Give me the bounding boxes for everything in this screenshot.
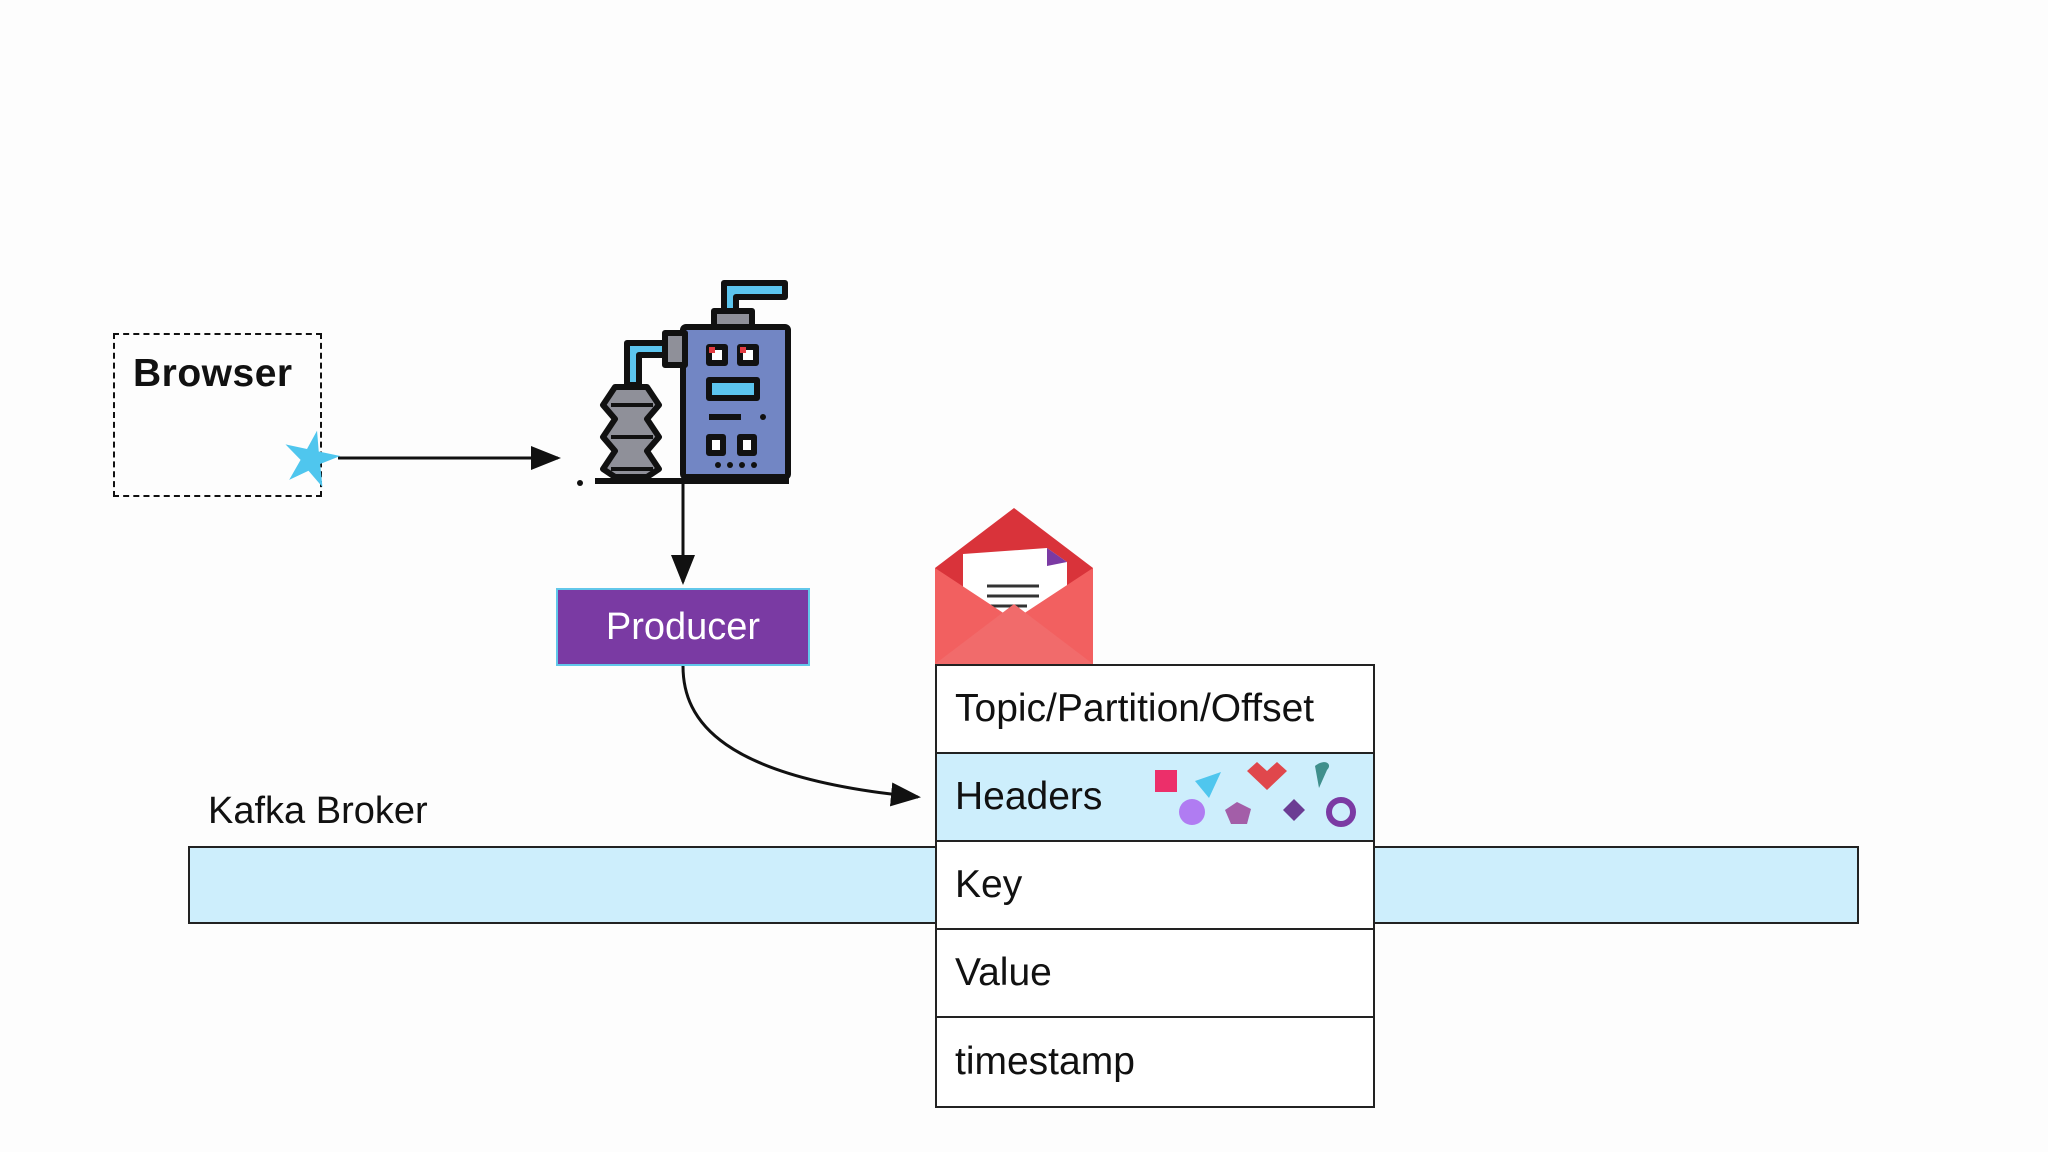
record-field-value: Value [937,930,1373,1018]
browser-box [113,333,322,497]
envelope-icon [935,508,1093,664]
record-field-label: Topic/Partition/Offset [955,687,1315,730]
record-field-topic: Topic/Partition/Offset [937,666,1373,754]
browser-label: Browser [133,352,293,395]
factory-machine-icon [577,280,791,486]
record-field-label: Headers [955,775,1103,818]
record-table: Topic/Partition/Offset Headers Key Value… [935,664,1375,1108]
record-field-label: Key [955,863,1023,906]
record-field-key: Key [937,842,1373,930]
header-shapes-icon [1155,762,1356,827]
broker-label: Kafka Broker [208,790,428,832]
producer-to-record-arrow [681,665,921,807]
record-field-timestamp: timestamp [937,1018,1373,1106]
producer-box: Producer [556,588,810,666]
click-star-icon [285,430,341,487]
record-field-label: timestamp [955,1040,1135,1083]
record-field-label: Value [955,951,1052,994]
record-field-headers: Headers [937,754,1373,842]
producer-label: Producer [605,605,761,648]
